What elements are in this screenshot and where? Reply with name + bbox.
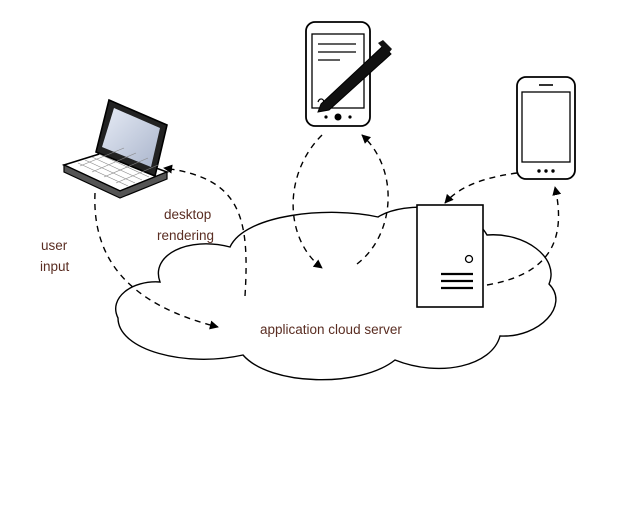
arrow-phone-rendering xyxy=(444,172,518,204)
smartphone-icon xyxy=(516,76,576,180)
label-desktop-rendering-line1: desktop xyxy=(164,207,211,222)
server-tower-icon xyxy=(416,204,484,308)
arrow-phone-input xyxy=(486,186,562,286)
arrow-desktop-rendering xyxy=(163,164,247,297)
arrow-tablet-input xyxy=(292,134,323,269)
label-desktop-rendering-line2: rendering xyxy=(157,228,214,243)
laptop-icon xyxy=(61,98,170,199)
arrow-user-input xyxy=(94,192,219,330)
laptop-screen xyxy=(102,108,160,167)
label-user-input-line1: user xyxy=(41,238,68,253)
tablet-pen-icon xyxy=(305,21,392,127)
arrow-tablet-rendering xyxy=(356,134,389,265)
label-cloud-server: application cloud server xyxy=(260,322,402,337)
label-user-input-line2: input xyxy=(40,259,70,274)
